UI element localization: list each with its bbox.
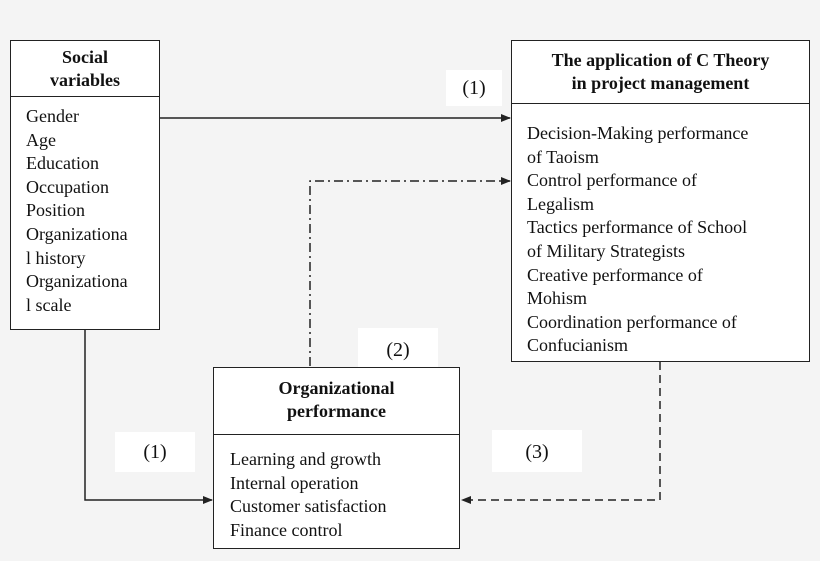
list-item: Learning and growth <box>230 449 381 469</box>
list-item: Creative performance of <box>527 264 703 285</box>
list-item: Mohism <box>527 288 588 309</box>
social-variables-list: Gender Age Education Occupation Position… <box>11 97 159 317</box>
path-label-left: (1) <box>115 432 195 472</box>
arrow-social-to-org <box>84 330 213 504</box>
org-performance-title-line: performance <box>287 401 386 421</box>
list-item: of Taoism <box>527 146 599 167</box>
list-item: Control performance of <box>527 170 697 191</box>
list-item: Gender <box>26 106 79 126</box>
social-variables-title-line: variables <box>50 70 120 90</box>
list-item: Education <box>26 153 99 174</box>
social-variables-title-line: Social <box>61 47 108 67</box>
c-theory-title-line: The application of C Theory <box>551 50 770 70</box>
list-item: Internal operation <box>230 472 359 493</box>
arrow-ctheory-to-org <box>461 362 661 504</box>
list-item: Occupation <box>26 176 109 197</box>
list-item: Organizationa <box>26 271 128 292</box>
list-item: Confucianism <box>527 335 628 356</box>
c-theory-title: The application of C Theory in project m… <box>512 41 809 104</box>
org-performance-list: Learning and growth Internal operation C… <box>214 435 459 542</box>
list-item: Finance control <box>230 519 343 540</box>
social-variables-title: Social variables <box>11 41 159 97</box>
list-item: Tactics performance of School <box>527 217 748 238</box>
arrow-org-to-ctheory <box>309 177 511 366</box>
list-item: Decision-Making performance <box>527 123 749 143</box>
path-label-right: (3) <box>492 430 582 472</box>
list-item: Age <box>26 129 56 150</box>
list-item: l history <box>26 247 86 268</box>
c-theory-box: The application of C Theory in project m… <box>511 40 810 362</box>
list-item: Position <box>26 200 86 221</box>
list-item: Coordination performance of <box>527 311 737 332</box>
c-theory-title-line: in project management <box>571 73 750 93</box>
org-performance-title-line: Organizational <box>278 378 395 398</box>
social-variables-box: Social variables Gender Age Education Oc… <box>10 40 160 330</box>
org-performance-title: Organizational performance <box>214 368 459 435</box>
list-item: of Military Strategists <box>527 240 685 261</box>
org-performance-box: Organizational performance Learning and … <box>213 367 460 549</box>
path-label-middle: (2) <box>358 328 438 368</box>
list-item: Organizationa <box>26 223 128 244</box>
c-theory-list: Decision-Making performance of Taoism Co… <box>512 104 809 358</box>
list-item: l scale <box>26 294 72 315</box>
list-item: Legalism <box>527 193 594 214</box>
path-label-top: (1) <box>446 70 502 106</box>
list-item: Customer satisfaction <box>230 496 387 517</box>
